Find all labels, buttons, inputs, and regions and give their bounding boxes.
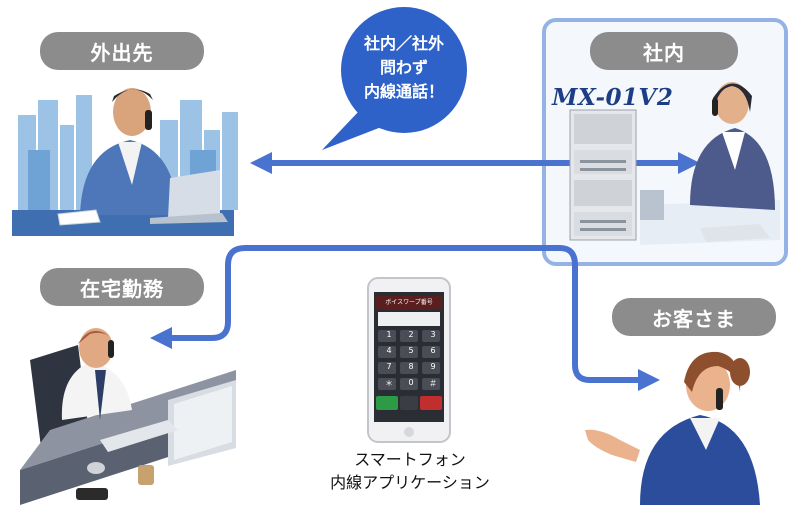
arrow-heads xyxy=(150,152,700,391)
office-illustration xyxy=(569,82,780,245)
smartphone-caption: スマートフォン 内線アプリケーション xyxy=(290,448,530,494)
caption-line-2: 内線アプリケーション xyxy=(330,473,490,492)
phone-key: 3 xyxy=(430,330,436,339)
label-outside: 外出先 xyxy=(40,32,204,70)
speech-bubble xyxy=(322,7,467,150)
phone-key: ＊ xyxy=(385,379,393,388)
phone-key: 0 xyxy=(408,378,414,387)
bubble-line-3: 内線通話！ xyxy=(363,82,444,101)
arrowhead-home xyxy=(150,327,172,349)
arrow-office-to-home xyxy=(165,245,578,341)
phone-key: 8 xyxy=(408,362,414,371)
bubble-line-2: 問わず xyxy=(379,58,428,77)
phone-keypad-labels: 1 2 3 4 5 6 7 8 9 ＊ 0 ＃ xyxy=(378,330,440,390)
arrow-office-to-customer xyxy=(572,262,643,383)
caption-line-1: スマートフォン xyxy=(354,450,466,469)
arrowhead-customer xyxy=(638,369,660,391)
home-worker-illustration xyxy=(20,328,236,505)
phone-key: 5 xyxy=(408,346,414,355)
phone-key: 9 xyxy=(430,362,436,371)
label-customer: お客さま xyxy=(612,298,776,336)
pbx-server xyxy=(569,109,637,241)
pbx-model-name: MX-01V2 xyxy=(552,84,674,111)
phone-key: 4 xyxy=(386,346,392,355)
customer-illustration xyxy=(585,351,760,505)
label-office: 社内 xyxy=(590,32,738,70)
outside-worker-illustration xyxy=(12,88,238,236)
arrowhead-office xyxy=(678,152,700,174)
label-home: 在宅勤務 xyxy=(40,268,204,306)
bubble-line-1: 社内／社外 xyxy=(363,34,444,53)
phone-key: 6 xyxy=(430,346,436,355)
phone-key: ＃ xyxy=(429,379,437,388)
phone-keypad xyxy=(378,330,440,390)
phone-screen-title: ボイスワープ番号 xyxy=(385,299,433,306)
arrowhead-outside xyxy=(250,152,272,174)
phone-key: 7 xyxy=(386,362,392,371)
phone-key: 2 xyxy=(408,330,414,339)
smartphone-illustration xyxy=(367,277,451,443)
phone-key: 1 xyxy=(386,330,392,339)
bubble-text: 社内／社外 問わず 内線通話！ xyxy=(348,32,460,104)
